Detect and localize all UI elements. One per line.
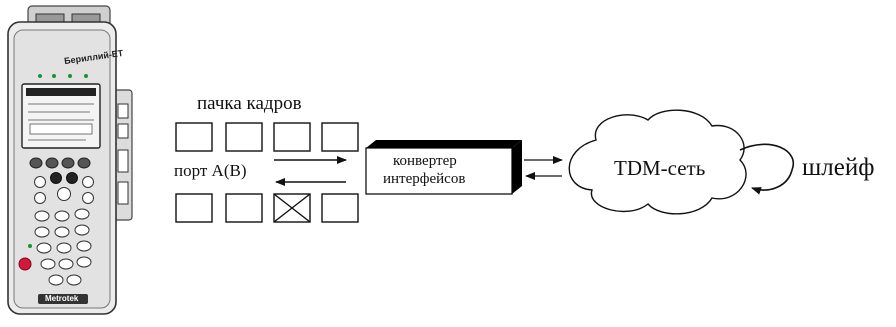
side-port-1 (117, 103, 129, 119)
converter-top (366, 140, 522, 148)
device-nav-keys (34, 172, 94, 204)
converter-label-line1: конвертер (393, 153, 457, 169)
converter-label-line2: интерфейсов (383, 171, 466, 187)
frame-burst-label: пачка кадров (197, 93, 302, 114)
frame-box (273, 122, 311, 152)
loopback-label: шлейф (802, 154, 875, 181)
device-logo-label: Metrotek (45, 294, 79, 303)
screen-header-bar (26, 88, 96, 96)
converter-face (365, 147, 513, 195)
frame-box (321, 193, 359, 223)
lost-frame-cross-2 (273, 193, 311, 223)
power-led (28, 244, 32, 248)
power-button (18, 257, 32, 271)
loopback-curve (739, 143, 795, 195)
frame-box (175, 193, 213, 223)
device-leds (38, 74, 88, 78)
converter-box (365, 140, 522, 195)
network-label: TDM-сеть (614, 156, 706, 180)
tdm-network-cloud (568, 109, 747, 215)
converter-side (512, 140, 522, 194)
side-port-4 (117, 181, 129, 205)
side-port-2 (117, 123, 129, 139)
tester-device (7, 5, 133, 315)
device-logo-plate (38, 294, 88, 304)
frame-box (175, 122, 213, 152)
frame-box (225, 122, 263, 152)
port-label: порт A(B) (174, 161, 247, 180)
side-port-3 (117, 149, 129, 173)
frame-row-bottom (175, 193, 359, 223)
device-function-keys (29, 157, 91, 169)
device-keypad (34, 208, 92, 286)
frame-box (225, 193, 263, 223)
frame-box (321, 122, 359, 152)
frame-row-top (175, 122, 359, 152)
